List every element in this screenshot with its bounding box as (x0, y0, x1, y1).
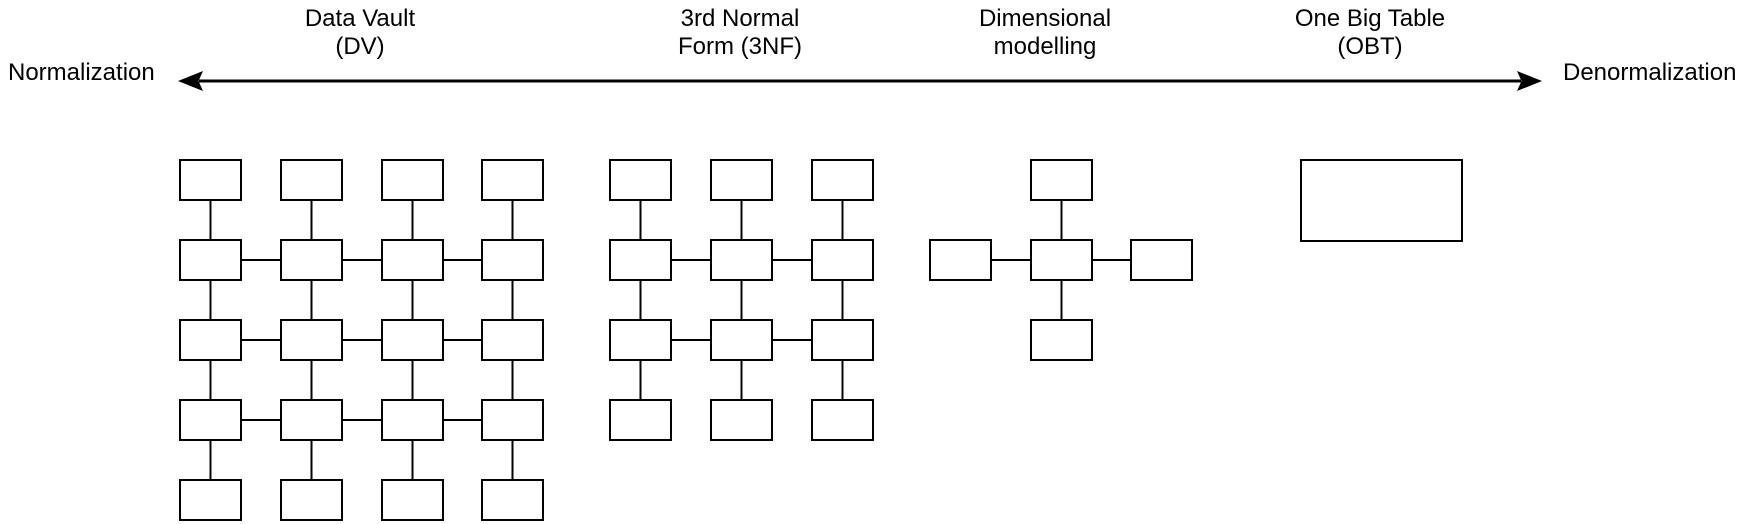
table-box (280, 319, 343, 361)
table-box (280, 159, 343, 201)
table-box (1030, 319, 1093, 361)
denormalization-label: Denormalization (1563, 59, 1736, 86)
table-box (811, 159, 874, 201)
table-box (811, 399, 874, 441)
one-big-table-diagram (1300, 159, 1463, 242)
spectrum-arrow (178, 71, 1542, 91)
table-box (481, 239, 544, 281)
table-box (811, 319, 874, 361)
table-box (710, 399, 773, 441)
table-box (179, 159, 242, 201)
group-label-dimensional-line1: Dimensional (979, 5, 1111, 32)
normalization-label: Normalization (8, 59, 155, 86)
table-box (481, 159, 544, 201)
table-box (1030, 159, 1093, 201)
group-label-3nf-line2: Form (3NF) (678, 33, 802, 60)
table-box (1130, 239, 1193, 281)
third-normal-form-diagram (609, 159, 874, 441)
table-box (609, 319, 672, 361)
table-box (481, 479, 544, 521)
table-box (481, 399, 544, 441)
table-box (381, 159, 444, 201)
group-label-3nf-line1: 3rd Normal (681, 5, 800, 32)
table-box (381, 399, 444, 441)
table-box (609, 399, 672, 441)
table-box (179, 479, 242, 521)
group-label-data-vault-line1: Data Vault (305, 5, 416, 32)
group-label-dimensional-line2: modelling (994, 33, 1097, 60)
table-box (280, 399, 343, 441)
table-box (280, 479, 343, 521)
arrow-head-right (1517, 71, 1542, 91)
table-box (381, 239, 444, 281)
table-box (179, 319, 242, 361)
group-label-data-vault-line2: (DV) (335, 33, 384, 60)
table-box (609, 159, 672, 201)
table-box (1030, 239, 1093, 281)
table-box (710, 159, 773, 201)
table-box (481, 319, 544, 361)
dimensional-modelling-diagram (929, 159, 1193, 361)
table-box (811, 239, 874, 281)
table-box (609, 239, 672, 281)
arrow-head-left (178, 71, 203, 91)
table-box (381, 479, 444, 521)
table-box (710, 239, 773, 281)
data-vault-diagram (179, 159, 544, 521)
table-box (179, 239, 242, 281)
group-label-obt-line1: One Big Table (1295, 5, 1445, 32)
table-box (381, 319, 444, 361)
group-label-obt-line2: (OBT) (1337, 33, 1402, 60)
table-box (929, 239, 992, 281)
table-box (710, 319, 773, 361)
table-box (179, 399, 242, 441)
table-box (1300, 159, 1463, 242)
table-box (280, 239, 343, 281)
